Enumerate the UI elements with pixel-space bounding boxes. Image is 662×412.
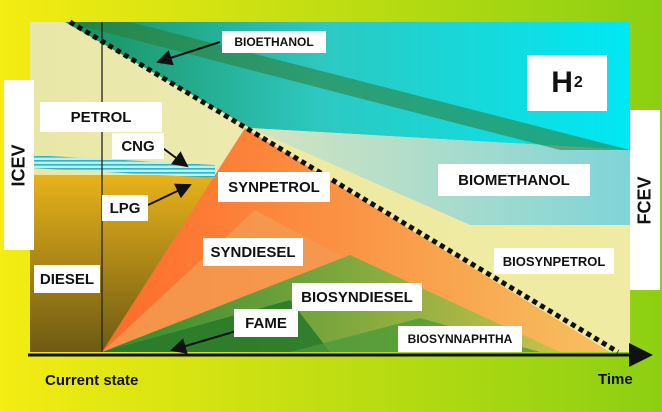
bioethanol-band: [65, 22, 630, 150]
dotted-transition-line: [68, 19, 620, 355]
biomethanol-label: BIOMETHANOL: [438, 164, 590, 196]
biosynpetrol-region: [250, 128, 630, 352]
lpg-arrow: [147, 183, 192, 206]
time-label: Time: [598, 371, 633, 388]
lpg-label: LPG: [102, 195, 148, 221]
petrol-label: PETROL: [40, 102, 162, 132]
current-state-label: Current state: [45, 372, 139, 389]
biosyndiesel-label: BIOSYNDIESEL: [292, 283, 422, 311]
cng-arrow: [159, 145, 189, 168]
fcev-label-text: FCEV: [634, 175, 655, 225]
fame-label: FAME: [234, 309, 298, 337]
cng-lpg-band: [30, 155, 215, 178]
biosynpetrol-label: BIOSYNPETROL: [494, 248, 614, 274]
bioethanol-label: BIOETHANOL: [222, 31, 326, 53]
bioethanol-arrow: [156, 41, 221, 66]
fcev-label: FCEV: [630, 110, 660, 290]
biosynnaphtha-label: BIOSYNNAPHTHA: [398, 326, 522, 352]
icev-label-text: ICEV: [8, 143, 29, 187]
fame-arrow: [170, 329, 241, 354]
diesel-label: DIESEL: [34, 265, 100, 293]
synpetrol-label: SYNPETROL: [218, 172, 330, 202]
icev-label: ICEV: [4, 80, 34, 250]
syndiesel-label: SYNDIESEL: [203, 238, 303, 266]
h2-main: H: [551, 66, 573, 99]
cng-label: CNG: [112, 133, 164, 159]
h2-sub: 2: [573, 74, 583, 91]
